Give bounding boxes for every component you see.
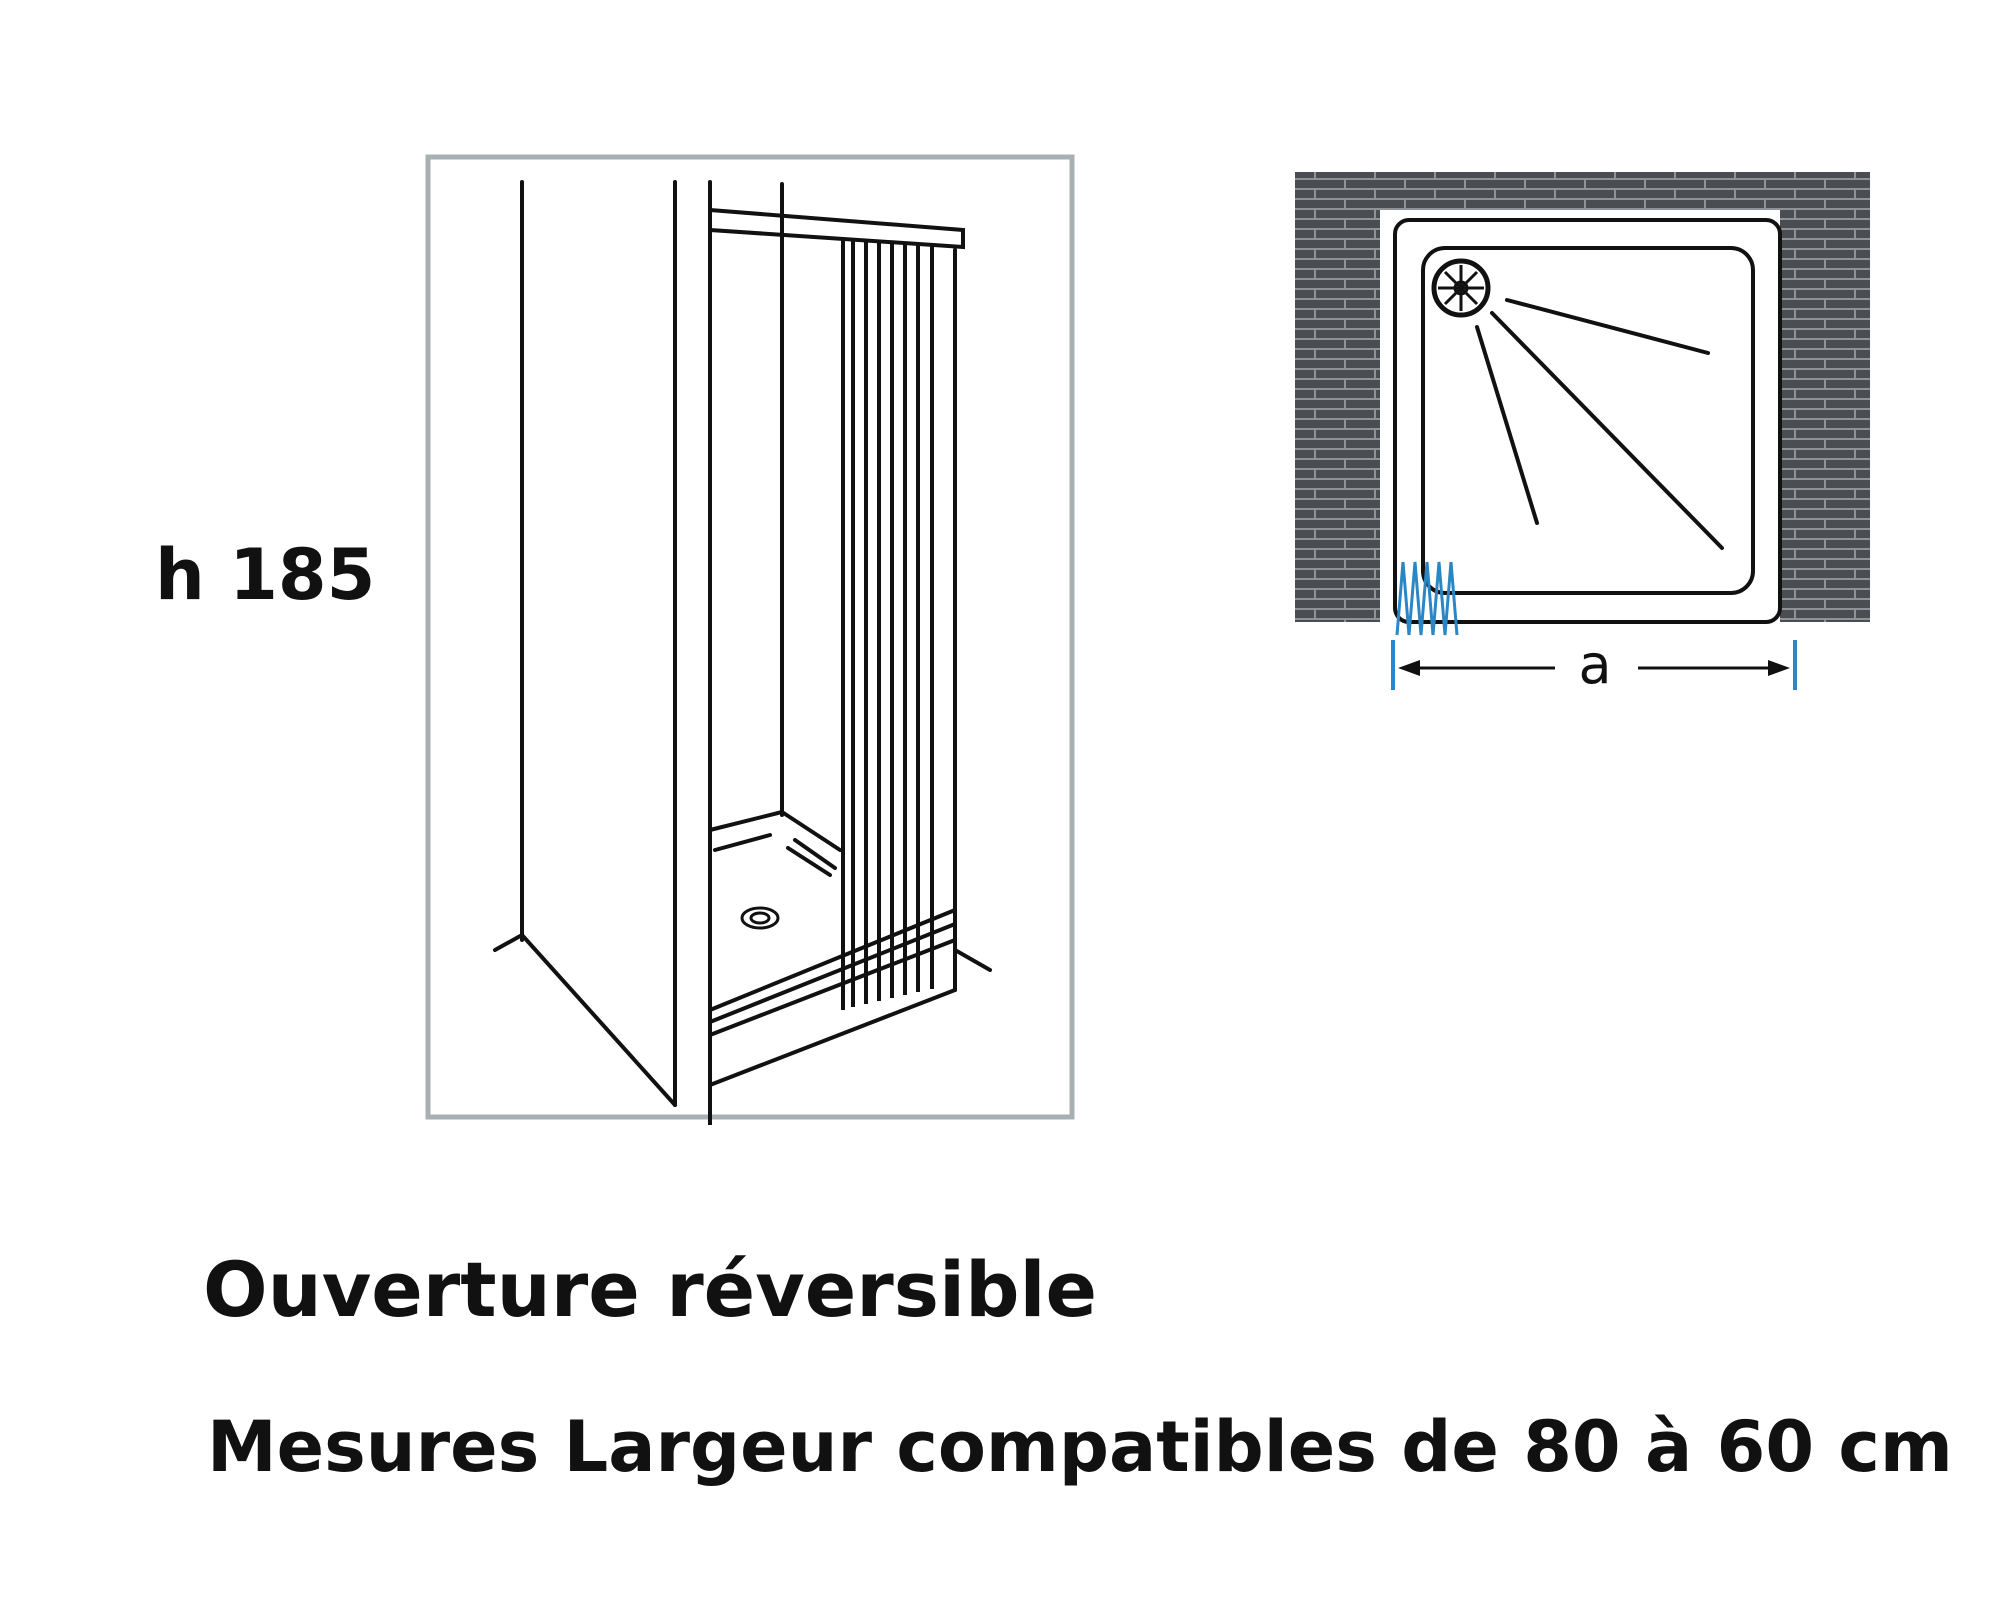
tray-outer (1393, 218, 1782, 624)
slope-lines (1475, 298, 1724, 550)
drain-icon (1431, 258, 1491, 318)
tray-inner-line-1 (713, 833, 772, 852)
tray-right-edge (780, 810, 842, 852)
tray-base-line (708, 988, 957, 1087)
floor-diagonal-line (520, 933, 677, 1107)
tray-inner-line-3 (786, 846, 832, 877)
folding-door-icon (841, 238, 934, 1010)
height-label: h 185 (155, 534, 376, 616)
drain-icon (740, 906, 780, 930)
brick-wall (1295, 172, 1870, 622)
floor-right-line (953, 948, 992, 972)
shower-perspective-illustration (425, 154, 1075, 1125)
width-dimension-label: a (1578, 633, 1611, 696)
tray-inner-line-2 (793, 838, 837, 870)
floor-left-line (493, 933, 524, 952)
tray-front-lip-1 (708, 908, 957, 1012)
niche-opening (1380, 210, 1780, 622)
tray-inner-basin (1421, 246, 1755, 595)
tray-front-lip-3 (708, 938, 957, 1037)
tray-back-edge (708, 810, 784, 832)
tray-front-lip-2 (708, 922, 957, 1024)
opening-caption: Ouverture réversible (203, 1245, 1098, 1334)
width-dimension (1391, 640, 1797, 690)
top-rail (708, 207, 965, 250)
widths-caption: Mesures Largeur compatibles de 80 à 60 c… (207, 1406, 1953, 1488)
folding-door-spring (1395, 561, 1459, 636)
illustration-frame (425, 154, 1075, 1120)
shower-plan-illustration: a (1295, 172, 1870, 696)
